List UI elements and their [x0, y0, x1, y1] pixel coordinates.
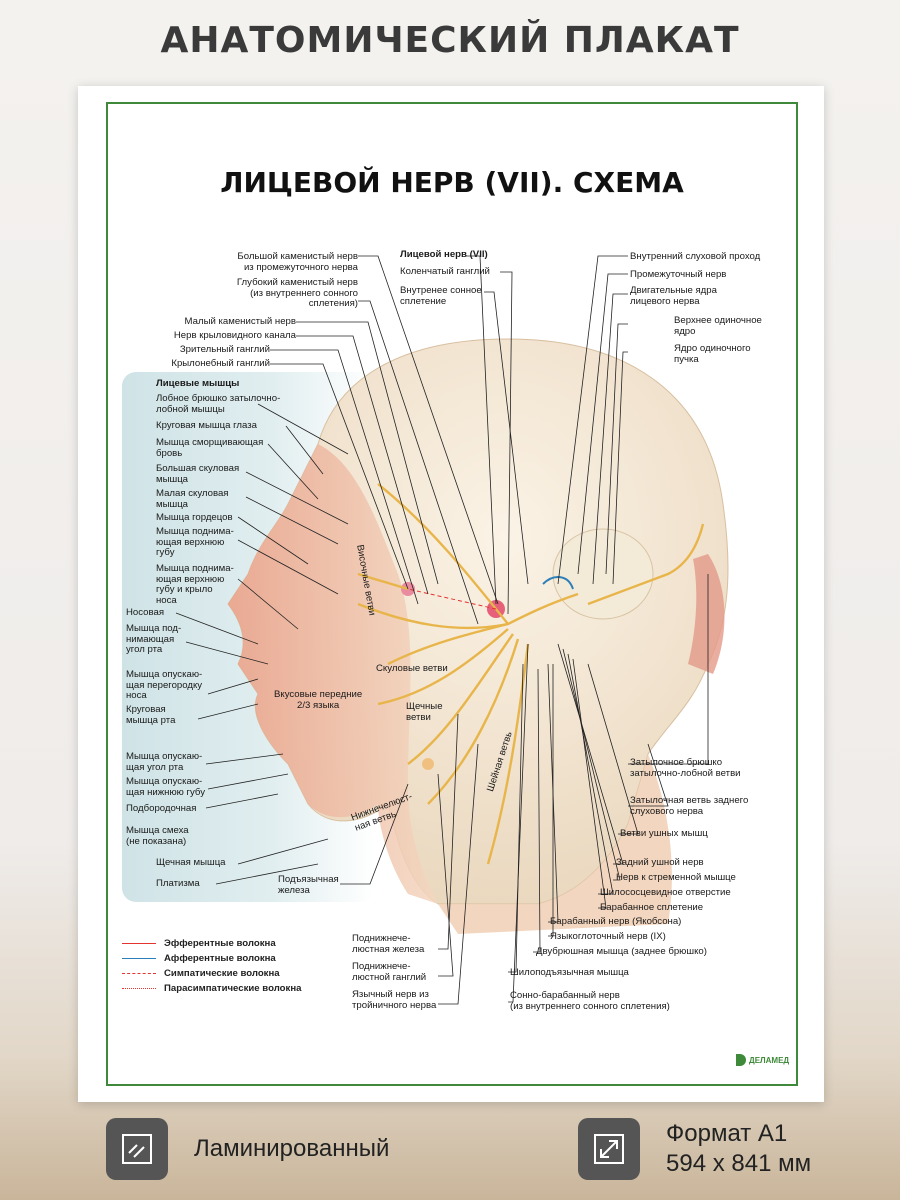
neck-shape: [438, 754, 672, 934]
branch-label-taste: Вкусовые передние 2/3 языка: [274, 689, 363, 711]
feature-laminated-label: Ламинированный: [194, 1135, 390, 1162]
label-right-10: Шилососцевидное отверстие: [600, 887, 731, 898]
muscles-heading: Лицевые мышцы: [156, 378, 240, 389]
anatomical-poster: ЛИЦЕВОЙ НЕРВ (VII). СХЕМА: [78, 86, 824, 1102]
facial-nerve-branches: [357, 483, 705, 865]
ear-canal: [542, 576, 574, 590]
label-right-7: Ветви ушных мышц: [620, 828, 708, 839]
muscle-label-17: Платизма: [156, 878, 200, 889]
muscle-label-2: Мышца сморщивающая бровь: [156, 437, 264, 459]
banner-title: АНАТОМИЧЕСКИЙ ПЛАКАТ: [160, 20, 740, 61]
muscle-label-13: Мышца опускаю- щая нижнюю губу: [126, 776, 206, 798]
feature-format-label: Формат А1 594 x 841 мм: [666, 1120, 812, 1177]
label-facial-nerve: Лицевой нерв (VII): [400, 249, 488, 260]
label-right-13: Языкоглоточный нерв (IX): [550, 931, 666, 942]
leader-lines: [175, 255, 709, 1005]
legend-efferent-swatch: [122, 943, 156, 944]
fiber-legend: Эфферентные волокна Афферентные волокна …: [122, 936, 301, 996]
label-right-9: Нерв к стременной мышце: [616, 872, 736, 883]
label-right-2: Двигательные ядра лицевого нерва: [630, 285, 717, 307]
label-right-4: Ядро одиночного пучка: [674, 343, 751, 365]
branch-label-zygomatic: Скуловые ветви: [376, 663, 448, 674]
branch-label-buccal: Щечные ветви: [406, 701, 443, 723]
label-sublingual-gland: Подъязычная железа: [278, 874, 339, 896]
label-geniculate-ganglion: Коленчатый ганглий: [400, 266, 490, 277]
submandibular-ganglion: [422, 758, 434, 770]
muscle-label-7: Мышца поднима- ющая верхнюю губу и крыло…: [156, 563, 234, 606]
label-right-15: Шилоподъязычная мышца: [510, 967, 629, 978]
muscle-label-4: Малая скуловая мышца: [156, 488, 229, 510]
label-deep-petrosal-nerve: Глубокий каменистый нерв (из внутреннего…: [236, 277, 358, 310]
muscle-label-1: Круговая мышца глаза: [156, 420, 257, 431]
label-right-6: Затылочная ветвь заднего слухового нерва: [630, 795, 749, 817]
muscle-label-5: Мышца гордецов: [156, 512, 233, 523]
head-illustration: [175, 255, 729, 1005]
label-submandibular-ganglion: Поднижнече- люстной ганглий: [352, 961, 427, 983]
legend-sympathetic-label: Симпатические волокна: [164, 968, 280, 979]
label-right-12: Барабанный нерв (Якобсона): [550, 916, 682, 927]
muscle-label-11: Круговая мышца рта: [126, 704, 176, 726]
legend-efferent: Эфферентные волокна: [122, 936, 301, 951]
label-right-8: Задний ушной нерв: [616, 857, 704, 868]
legend-parasympathetic-swatch: [122, 988, 156, 989]
label-right-5: Затылочное брюшко затылочно-лобной ветви: [630, 757, 741, 779]
label-submandibular-gland: Поднижнече- люстная железа: [352, 933, 425, 955]
publisher-logo: ДЕЛАМЕД: [736, 1054, 789, 1066]
logo-text: ДЕЛАМЕД: [749, 1055, 790, 1065]
legend-afferent-label: Афферентные волокна: [164, 953, 276, 964]
face-muscles: [228, 444, 438, 904]
label-right-16: Сонно-барабанный нерв (из внутреннего со…: [510, 990, 670, 1012]
muscle-label-9: Мышца под- нимающая угол рта: [126, 623, 182, 656]
legend-afferent: Афферентные волокна: [122, 951, 301, 966]
muscle-label-14: Подбородочная: [126, 803, 197, 814]
poster-frame: ЛИЦЕВОЙ НЕРВ (VII). СХЕМА: [106, 102, 798, 1086]
occipital-muscle: [688, 554, 725, 674]
label-lesser-petrosal-nerve: Малый каменистый нерв: [184, 316, 296, 327]
legend-sympathetic-swatch: [122, 973, 156, 974]
legend-afferent-swatch: [122, 958, 156, 959]
legend-parasympathetic-label: Парасимпатические волокна: [164, 983, 302, 994]
feature-format: Формат А1 594 x 841 мм: [578, 1118, 811, 1180]
muscle-label-10: Мышца опускаю- щая перегородку носа: [126, 669, 203, 702]
expand-arrows-icon: [578, 1118, 640, 1180]
label-right-11: Барабанное сплетение: [600, 902, 704, 913]
label-greater-petrosal-nerve: Большой каменистый нерв из промежуточног…: [237, 251, 358, 273]
label-right-0: Внутренний слуховой проход: [630, 251, 761, 262]
muscle-label-6: Мышца поднима- ющая верхнюю губу: [156, 526, 234, 559]
muscle-label-0: Лобное брюшко затылочно- лобной мышцы: [156, 393, 281, 415]
muscle-label-15: Мышца смеха (не показана): [126, 825, 189, 847]
label-right-3: Верхнее одиночное ядро: [674, 315, 762, 337]
laminated-icon: [106, 1118, 168, 1180]
brainstem-region: [552, 528, 654, 620]
label-lingual-nerve: Язычный нерв из тройничного нерва: [352, 989, 437, 1011]
legend-parasympathetic: Парасимпатические волокна: [122, 981, 301, 996]
muscle-label-12: Мышца опускаю- щая угол рта: [126, 751, 203, 773]
label-pterygopalatine-ganglion: Крылонебный ганглий: [171, 358, 270, 369]
feature-laminated: Ламинированный: [106, 1118, 389, 1180]
label-internal-carotid-plexus: Внутренее сонное сплетение: [400, 285, 482, 307]
logo-mark-icon: [736, 1054, 746, 1066]
legend-efferent-label: Эфферентные волокна: [164, 938, 276, 949]
poster-title: ЛИЦЕВОЙ НЕРВ (VII). СХЕМА: [220, 166, 684, 199]
muscle-label-16: Щечная мышца: [156, 857, 226, 868]
legend-sympathetic: Симпатические волокна: [122, 966, 301, 981]
label-right-14: Двубрюшная мышца (заднее брюшко): [536, 946, 707, 957]
label-pterygoid-canal-nerve: Нерв крыловидного канала: [173, 330, 296, 341]
muscle-label-8: Носовая: [126, 607, 165, 618]
muscle-label-3: Большая скуловая мышца: [156, 463, 240, 485]
label-right-1: Промежуточный нерв: [630, 269, 727, 280]
label-otic-ganglion: Зрительный ганглий: [179, 344, 270, 355]
